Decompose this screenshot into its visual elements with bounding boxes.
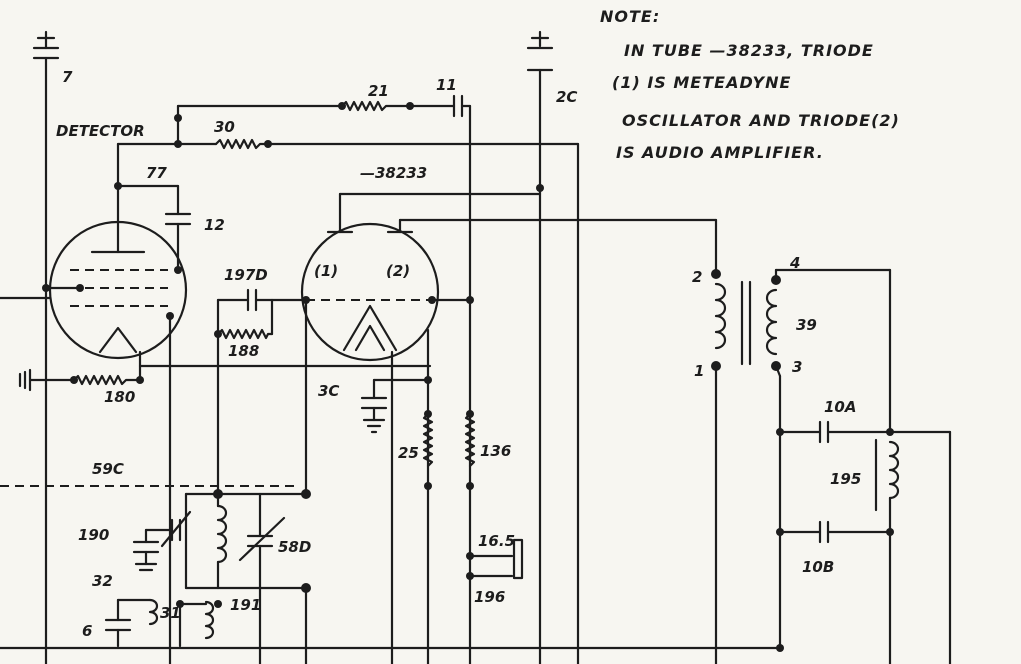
label-sw16-5: 16.5 bbox=[478, 532, 515, 550]
label-c190: 190 bbox=[78, 526, 109, 544]
label-c6: 6 bbox=[82, 622, 92, 640]
label-detector: DETECTOR bbox=[56, 122, 145, 140]
label-triode2: (2) bbox=[386, 262, 410, 280]
label-c197d: 197D bbox=[224, 266, 268, 284]
note-line-4: IS AUDIO AMPLIFIER. bbox=[616, 143, 824, 162]
capacitor-3c bbox=[360, 376, 432, 434]
label-c31: 31 bbox=[160, 604, 181, 622]
label-c32: 32 bbox=[92, 572, 113, 590]
resistor-136 bbox=[464, 410, 476, 490]
label-r25: 25 bbox=[398, 444, 419, 462]
detector-network bbox=[116, 94, 580, 664]
label-c59c: 59C bbox=[92, 460, 124, 478]
switch-196 bbox=[466, 538, 524, 580]
note-line-3: OSCILLATOR AND TRIODE(2) bbox=[622, 111, 900, 130]
label-c7: 7 bbox=[62, 68, 73, 86]
label-t1: 1 bbox=[694, 362, 704, 380]
label-r195: 195 bbox=[830, 470, 861, 488]
tuning-section bbox=[132, 489, 311, 664]
label-t39: 39 bbox=[796, 316, 817, 334]
tube-77 bbox=[0, 182, 192, 664]
label-coil191: 191 bbox=[230, 596, 261, 614]
label-c12: 12 bbox=[204, 216, 225, 234]
label-r21: 21 bbox=[368, 82, 389, 100]
label-c10a: 10A bbox=[824, 398, 856, 416]
label-triode1: (1) bbox=[314, 262, 338, 280]
resistor-25 bbox=[422, 410, 434, 490]
label-c3c: 3C bbox=[318, 382, 339, 400]
output-network bbox=[776, 420, 952, 664]
transformer-39 bbox=[711, 218, 892, 664]
label-t3: 3 bbox=[792, 358, 802, 376]
label-t4: 4 bbox=[789, 254, 800, 272]
label-sw196: 196 bbox=[474, 588, 505, 606]
label-tube-38233: —38233 bbox=[360, 164, 427, 182]
label-c11: 11 bbox=[436, 76, 457, 94]
bottom-left-network bbox=[104, 598, 222, 648]
label-r30: 30 bbox=[214, 118, 235, 136]
label-c2c: 2C bbox=[556, 88, 577, 106]
label-c10b: 10B bbox=[802, 558, 834, 576]
label-r136: 136 bbox=[480, 442, 511, 460]
grid-network bbox=[214, 288, 310, 496]
note-line-2: (1) IS METEADYNE bbox=[612, 73, 791, 92]
label-c58d: 58D bbox=[278, 538, 311, 556]
note-block: NOTE: IN TUBE —38233, TRIODE (1) IS METE… bbox=[600, 7, 900, 162]
label-t2: 2 bbox=[692, 268, 702, 286]
label-r188: 188 bbox=[228, 342, 259, 360]
label-r180: 180 bbox=[104, 388, 135, 406]
capacitor-2c bbox=[526, 30, 554, 664]
note-heading: NOTE: bbox=[600, 7, 660, 26]
capacitor-7 bbox=[32, 30, 60, 664]
resistor-180 bbox=[18, 350, 432, 392]
label-tube-77: 77 bbox=[146, 164, 167, 182]
note-line-1: IN TUBE —38233, TRIODE bbox=[624, 41, 874, 60]
tube-38233 bbox=[300, 184, 718, 664]
